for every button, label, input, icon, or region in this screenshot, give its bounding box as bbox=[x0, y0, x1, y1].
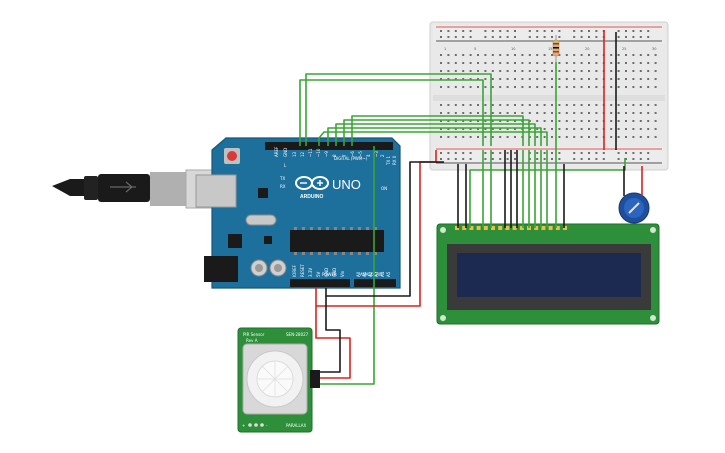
wires bbox=[299, 30, 643, 385]
svg-text:TX 1: TX 1 bbox=[386, 156, 391, 166]
svg-text:~9: ~9 bbox=[324, 151, 329, 157]
svg-text:12: 12 bbox=[300, 151, 305, 157]
svg-text:GND: GND bbox=[324, 268, 329, 277]
brand-label: ARDUINO bbox=[300, 194, 323, 200]
svg-text:A2: A2 bbox=[368, 271, 373, 277]
svg-text:A5: A5 bbox=[386, 271, 391, 277]
pir-title: PIR Sensor bbox=[243, 332, 265, 337]
center-channel bbox=[433, 95, 665, 101]
analog-pin-labels: A0 A1 A2 A3 A4 A5 bbox=[356, 271, 391, 277]
analog-label: ANALOG IN bbox=[360, 272, 382, 277]
svg-text:13: 13 bbox=[292, 151, 297, 157]
wire-black-lcd bbox=[457, 150, 565, 228]
on-label: ON bbox=[381, 186, 387, 191]
svg-text:Vin: Vin bbox=[340, 270, 345, 277]
pir-model: SEN-28027 bbox=[286, 332, 309, 337]
wire-green bbox=[327, 127, 542, 146]
svg-text:~3: ~3 bbox=[374, 151, 379, 157]
usb-b-connector bbox=[150, 172, 192, 206]
svg-text:~11: ~11 bbox=[308, 148, 313, 157]
svg-text:A4: A4 bbox=[380, 271, 385, 277]
usb-cable bbox=[52, 169, 231, 209]
pir-brand: PARALLAX bbox=[286, 423, 307, 428]
wire-red-5v bbox=[315, 150, 437, 307]
wire-green bbox=[299, 79, 484, 146]
top-power-rail bbox=[433, 25, 665, 43]
pir-rev: Rev A bbox=[246, 338, 258, 343]
svg-text:2: 2 bbox=[380, 154, 385, 157]
svg-text:10: 10 bbox=[511, 47, 515, 51]
wire-green-lcd-data bbox=[482, 150, 548, 228]
svg-text:30: 30 bbox=[652, 47, 656, 51]
digital-header bbox=[265, 142, 393, 150]
svg-text:4: 4 bbox=[366, 154, 371, 157]
lcd-pin-header bbox=[455, 226, 567, 230]
usb-plug bbox=[98, 174, 150, 202]
breadboard: 1 5 10 15 20 25 30 bbox=[429, 21, 669, 171]
power-header bbox=[290, 279, 350, 287]
svg-text:3.3V: 3.3V bbox=[308, 268, 313, 277]
svg-text:5V: 5V bbox=[316, 271, 321, 277]
svg-text:A3: A3 bbox=[374, 271, 379, 277]
microcontroller-chip bbox=[290, 230, 384, 252]
wire-black-pir-gnd bbox=[320, 296, 341, 373]
svg-text:A1: A1 bbox=[362, 271, 367, 277]
arduino-logo bbox=[295, 176, 329, 190]
svg-text:7: 7 bbox=[342, 154, 347, 157]
svg-text:15: 15 bbox=[548, 47, 552, 51]
svg-text:~10: ~10 bbox=[316, 148, 321, 157]
svg-text:A0: A0 bbox=[356, 271, 361, 277]
svg-text:25: 25 bbox=[622, 47, 626, 51]
wire-green-pir-out bbox=[320, 146, 375, 385]
bottom-power-rail bbox=[433, 147, 665, 165]
resistor bbox=[552, 35, 560, 62]
model-label: UNO bbox=[332, 177, 361, 192]
arduino-uno-board: UNO ARDUINO DIGITAL (PWM~) POWER ANALOG … bbox=[195, 137, 401, 289]
crystal-oscillator bbox=[245, 214, 277, 226]
usb-port bbox=[195, 174, 237, 208]
svg-text:1: 1 bbox=[444, 47, 446, 51]
wire-red-pir-vcc bbox=[315, 306, 351, 379]
pir-pin-plus: + bbox=[242, 423, 245, 428]
potentiometer[interactable] bbox=[618, 192, 650, 224]
svg-text:~5: ~5 bbox=[358, 151, 363, 157]
power-pin-labels: IOREF RESET 3.3V 5V GND GND Vin bbox=[292, 264, 345, 277]
breadboard-holes bbox=[440, 30, 657, 160]
wire-green bbox=[335, 123, 536, 146]
lcd-screen bbox=[457, 253, 641, 297]
wire-green bbox=[318, 131, 548, 146]
digital-pin-labels: AREF GND 13 12 ~11 ~10 ~9 8 7 ~6 ~5 4 ~3… bbox=[274, 146, 397, 166]
wire-green bbox=[351, 115, 524, 146]
pir-motion-sensor: PIR Sensor Rev A SEN-28027 PARALLAX + - bbox=[237, 327, 320, 433]
pir-pin-header bbox=[310, 370, 320, 388]
lcd-16x2-display bbox=[436, 223, 660, 325]
rx-label: RX bbox=[280, 184, 286, 189]
svg-text:8: 8 bbox=[332, 154, 337, 157]
svg-text:5: 5 bbox=[474, 47, 476, 51]
power-label: POWER bbox=[322, 272, 337, 277]
digital-label: DIGITAL (PWM~) bbox=[334, 156, 368, 161]
svg-text:20: 20 bbox=[585, 47, 589, 51]
reset-button-cap bbox=[227, 151, 237, 161]
svg-text:~6: ~6 bbox=[350, 151, 355, 157]
svg-text:RESET: RESET bbox=[300, 264, 305, 277]
pir-pin-minus: - bbox=[266, 423, 268, 428]
tx-label: TX bbox=[279, 176, 285, 181]
wire-black-gnd bbox=[325, 161, 444, 297]
wire-green bbox=[343, 119, 530, 146]
svg-text:GND: GND bbox=[283, 148, 288, 157]
power-jack bbox=[204, 256, 238, 282]
analog-header bbox=[354, 279, 396, 287]
wire-green bbox=[305, 73, 492, 146]
l-label: L bbox=[284, 163, 287, 168]
svg-text:RX 0: RX 0 bbox=[392, 155, 397, 165]
breadboard-top-numbers: 1 5 10 15 20 25 30 bbox=[444, 47, 656, 51]
voltage-regulator bbox=[228, 234, 242, 248]
svg-text:GND: GND bbox=[332, 268, 337, 277]
svg-text:AREF: AREF bbox=[274, 146, 279, 157]
svg-text:IOREF: IOREF bbox=[292, 264, 297, 277]
